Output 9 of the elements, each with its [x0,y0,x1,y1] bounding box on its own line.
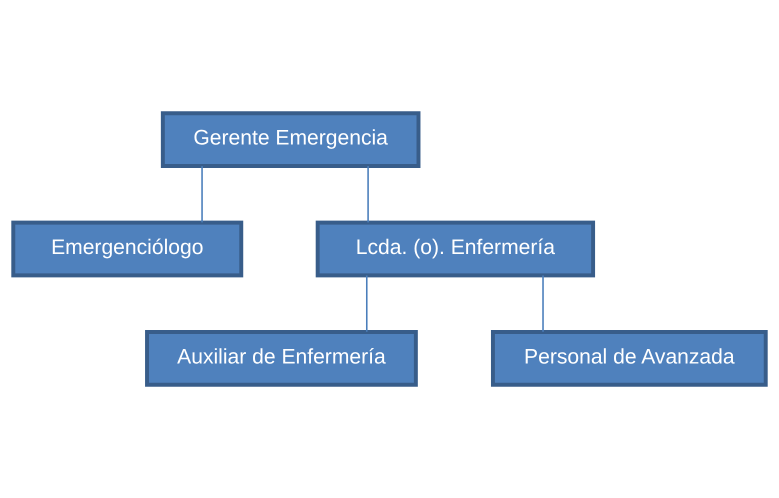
connector [366,275,368,332]
node-box: Lcda. (o). Enfermería [316,220,596,278]
node-box: Personal de Avanzada [490,330,768,387]
connector [367,166,369,222]
node-box: Gerente Emergencia [160,111,420,168]
node-box: Auxiliar de Enfermería [145,330,418,387]
connector [201,166,203,222]
node-box: Emergenciólogo [11,220,244,278]
connector [542,275,544,332]
